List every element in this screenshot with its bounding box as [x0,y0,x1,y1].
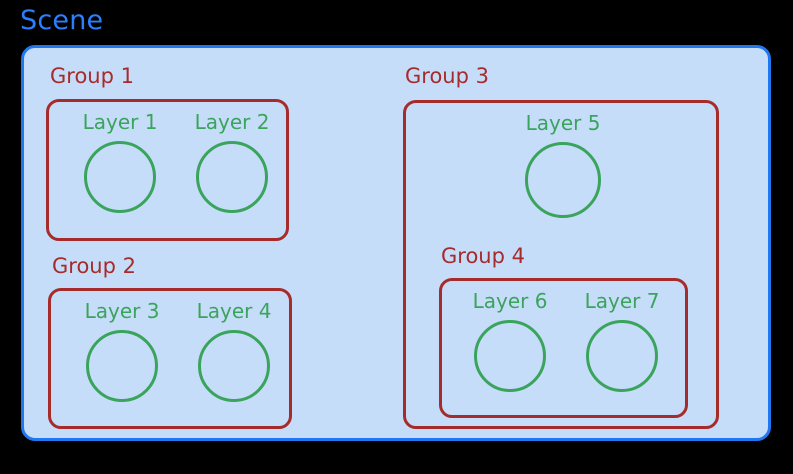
layer-7-label: Layer 7 [584,289,660,313]
group-1-label: Group 1 [50,64,134,88]
group-3-box[interactable] [403,100,719,429]
layer-3-label: Layer 3 [84,299,160,323]
layer-1-circle-icon [84,141,156,213]
layer-4-circle-icon [198,330,270,402]
layer-6[interactable]: Layer 6 [458,289,562,392]
scene-label: Scene [20,5,104,36]
group-2-label: Group 2 [52,254,136,278]
layer-3-circle-icon [86,330,158,402]
layer-2-circle-icon [196,141,268,213]
group-1-box[interactable] [46,99,289,241]
layer-7[interactable]: Layer 7 [570,289,674,392]
layer-6-circle-icon [474,320,546,392]
layer-2[interactable]: Layer 2 [180,110,284,213]
layer-2-label: Layer 2 [194,110,270,134]
group-3-label: Group 3 [405,64,489,88]
layer-5-circle-icon [525,142,601,218]
layer-4-label: Layer 4 [196,299,272,323]
layer-7-circle-icon [586,320,658,392]
group-4-label: Group 4 [441,244,525,268]
layer-5[interactable]: Layer 5 [511,111,615,218]
group-2-box[interactable] [48,288,292,429]
layer-6-label: Layer 6 [472,289,548,313]
layer-1[interactable]: Layer 1 [68,110,172,213]
layer-5-label: Layer 5 [525,111,601,135]
layer-1-label: Layer 1 [82,110,158,134]
group-4-box[interactable] [439,278,688,418]
layer-3[interactable]: Layer 3 [70,299,174,402]
layer-4[interactable]: Layer 4 [182,299,286,402]
